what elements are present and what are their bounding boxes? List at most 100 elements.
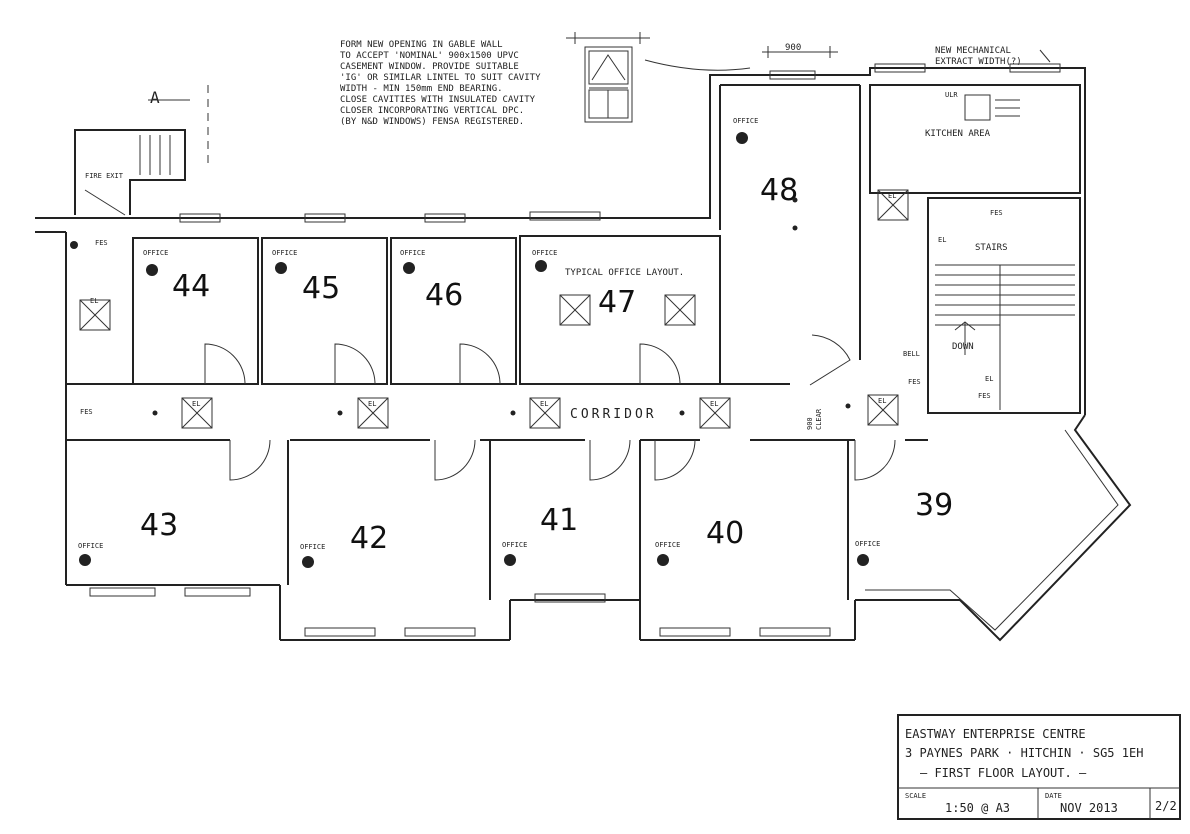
office-symbols: OFFICE OFFICE OFFICE OFFICE OFFICE OFFIC… [78,117,880,568]
title-block: EASTWAY ENTERPRISE CENTRE 3 PAYNES PARK … [897,714,1181,820]
office-symbol: OFFICE [502,541,527,566]
room-48-details [720,334,851,386]
office-symbol: OFFICE [78,542,103,566]
office-label: OFFICE [143,249,168,257]
el-box: EL [867,394,899,426]
office-symbol: OFFICE [855,540,880,566]
el-label: EL [368,400,376,408]
scale-value: 1:50 @ A3 [945,801,1010,815]
room-number-45: 45 [302,271,340,306]
room-number-48: 48 [760,173,798,208]
office-label: OFFICE [733,117,758,125]
gable-window-dimension: 900 [762,43,838,58]
fes-label: FES [908,378,921,386]
office-label: OFFICE [78,542,103,550]
corridor-label: CORRIDOR [570,407,657,422]
office-symbol: OFFICE [655,541,680,566]
office-symbol: OFFICE [300,543,325,568]
el-box: EL [181,397,213,429]
room-numbers: 44 45 46 47 48 43 42 41 40 39 [140,173,953,556]
office-symbol: OFFICE [400,249,425,274]
room-number-42: 42 [350,521,388,556]
office-symbol: OFFICE [143,249,168,276]
note-line-4: 'IG' OR SIMILAR LINTEL TO SUIT CAVITY [340,73,541,83]
lower-offices [229,439,896,600]
office-label: OFFICE [855,540,880,548]
fes-label: FES [95,239,108,247]
el-box: EL [79,297,111,331]
room-number-40: 40 [706,516,744,551]
corridor [66,383,928,441]
date-value: NOV 2013 [1060,801,1118,815]
kitchen-and-stairs [869,84,1081,414]
clear-dimension: 900 CLEAR [806,408,823,430]
el-box: EL [699,397,731,429]
el-label: EL [888,192,896,200]
fes-label: FES [80,408,93,416]
office-symbol: OFFICE [733,117,758,144]
building-outline [35,67,1132,642]
emergency-lights: EL EL EL EL EL EL EL [79,189,909,429]
el-box: EL [529,397,561,429]
note-line-7: CLOSER INCORPORATING VERTICAL DPC. [340,106,524,116]
mechanical-extract-note: NEW MECHANICAL EXTRACT WIDTH(?) [935,46,1051,67]
clear-label: CLEAR [815,408,823,430]
room-number-39: 39 [915,488,953,523]
top-windows [179,63,1061,223]
office-label: OFFICE [502,541,527,549]
scale-label: SCALE [905,792,926,800]
stairs-label: STAIRS [975,243,1008,253]
fes-label: FES [990,209,1003,217]
kitchen-area-label: KITCHEN AREA [925,129,991,139]
note-line-3: CASEMENT WINDOW. PROVIDE SUITABLE [340,62,519,72]
note-line-2: TO ACCEPT 'NOMINAL' 900x1500 UPVC [340,51,519,61]
room-number-44: 44 [172,269,210,304]
room-number-43: 43 [140,508,178,543]
note-line-8: (BY N&D WINDOWS) FENSA REGISTERED. [340,117,524,127]
title-line-1: EASTWAY ENTERPRISE CENTRE [905,727,1086,741]
fire-exit-label: FIRE EXIT [85,172,124,180]
office-label: OFFICE [532,249,557,257]
el-box [664,294,696,326]
upper-offices [132,235,721,385]
window-elevation-sketch [566,32,751,123]
dimension-900-label: 900 [785,43,801,53]
area-labels: TYPICAL OFFICE LAYOUT. CORRIDOR KITCHEN … [80,91,1008,430]
fes-label: FES [978,392,991,400]
light-fittings [70,197,851,416]
section-marker-label: A [150,88,160,107]
office-label: OFFICE [655,541,680,549]
el-box: EL [877,189,909,221]
sheet-number: 2/2 [1155,799,1177,813]
bottom-windows [89,587,831,637]
room-number-41: 41 [540,503,578,538]
el-box: EL [357,397,389,429]
date-label: DATE [1045,792,1062,800]
note-line-6: CLOSE CAVITIES WITH INSULATED CAVITY [340,95,536,105]
el-label: EL [540,400,548,408]
el-label-stairs-lower: EL [985,375,993,383]
typical-office-layout-label: TYPICAL OFFICE LAYOUT. [565,268,684,278]
mech-note-line-2: EXTRACT WIDTH(?) [935,57,1022,67]
office-label: OFFICE [272,249,297,257]
note-line-1: FORM NEW OPENING IN GABLE WALL [340,40,503,50]
mech-note-line-1: NEW MECHANICAL [935,46,1011,56]
office-label: OFFICE [300,543,325,551]
bell-label: BELL [903,350,920,358]
el-label: EL [710,400,718,408]
office-symbol: OFFICE [272,249,297,274]
title-line-2: 3 PAYNES PARK · HITCHIN · SG5 1EH [905,746,1143,760]
clear-dim-value: 900 [806,417,814,430]
down-label: DOWN [952,342,974,352]
window-opening-note: FORM NEW OPENING IN GABLE WALL TO ACCEPT… [340,40,541,127]
title-line-3: — FIRST FLOOR LAYOUT. — [920,766,1087,780]
room-number-46: 46 [425,278,463,313]
note-line-5: WIDTH - MIN 150mm END BEARING. [340,84,503,94]
ulr-label: ULR [945,91,958,99]
el-label: EL [90,297,98,305]
el-box [559,294,591,326]
el-label: EL [192,400,200,408]
section-marker-a: A [148,85,209,165]
office-symbol: OFFICE [532,249,557,272]
office-label: OFFICE [400,249,425,257]
